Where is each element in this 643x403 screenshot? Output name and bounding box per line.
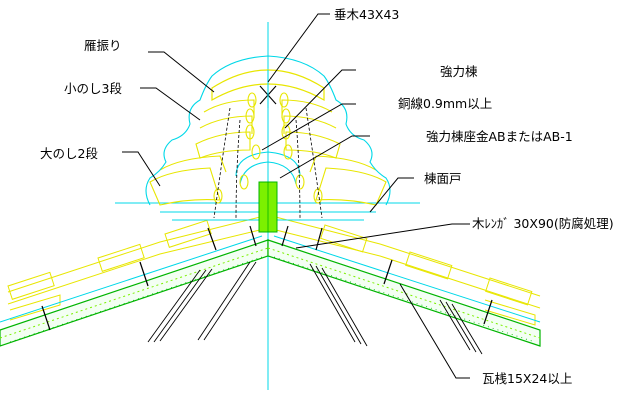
mokurenga-block xyxy=(258,181,278,233)
label-taruki: 垂木43X43 xyxy=(334,7,399,22)
label-kyouryokumune: 強力棟 xyxy=(440,64,478,79)
roof-tiles xyxy=(7,214,541,326)
label-dousen: 銅線0.9mm以上 xyxy=(398,96,492,111)
label-munemendo: 棟面戸 xyxy=(424,171,462,186)
label-ganburi: 雁振り xyxy=(84,38,122,53)
label-zagane: 強力棟座金ABまたはAB-1 xyxy=(426,129,573,144)
ganburi-tile xyxy=(211,69,325,102)
annotation-labels: 垂木43X43 強力棟 雁振り 小のし3段 銅線0.9mm以上 強力棟座金ABま… xyxy=(40,7,614,386)
leader-lines xyxy=(122,13,470,379)
rafters xyxy=(147,261,483,355)
tile-underlay xyxy=(0,235,541,323)
label-kawarasan: 瓦桟15X24以上 xyxy=(482,371,572,386)
label-mokurenga: 木ﾚﾝｶﾞ 30X90(防腐処理) xyxy=(472,216,614,231)
oonoshi-tiles xyxy=(149,155,387,206)
mortar-outline xyxy=(145,55,391,221)
ridge-x-mark xyxy=(259,70,277,108)
konoshi-tiles xyxy=(195,99,341,159)
copper-wire-loops xyxy=(213,92,323,204)
dashed-wires xyxy=(213,107,323,221)
nails xyxy=(41,225,493,331)
roof-deck xyxy=(0,239,541,347)
label-konoshi: 小のし3段 xyxy=(64,81,122,96)
label-oonoshi: 大のし2段 xyxy=(40,146,98,161)
